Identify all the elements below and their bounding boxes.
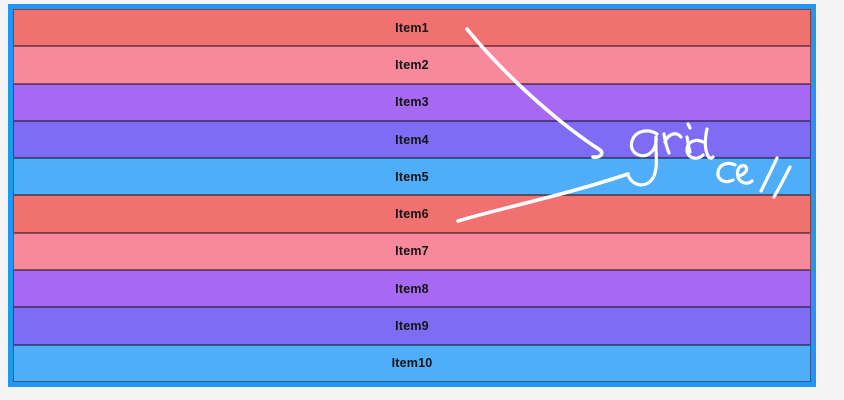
grid-cell-label: Item7 bbox=[395, 244, 429, 259]
grid-cell-label: Item9 bbox=[395, 319, 429, 334]
grid-cell-label: Item6 bbox=[395, 207, 429, 222]
grid-cell: Item4 bbox=[13, 120, 811, 159]
grid-cell-label: Item2 bbox=[395, 57, 429, 72]
grid-cell: Item7 bbox=[13, 232, 811, 271]
grid-cell-label: Item3 bbox=[395, 95, 429, 110]
grid-cell-label: Item1 bbox=[395, 20, 429, 35]
grid-cell: Item9 bbox=[13, 307, 811, 345]
grid-cell-label: Item10 bbox=[391, 356, 433, 371]
grid-cell-label: Item5 bbox=[395, 169, 429, 184]
grid-cell-label: Item4 bbox=[395, 132, 429, 147]
grid-cell: Item2 bbox=[13, 46, 811, 84]
grid-cell: Item6 bbox=[13, 195, 811, 233]
grid-cell: Item5 bbox=[13, 158, 811, 196]
grid-cell: Item3 bbox=[13, 83, 811, 121]
grid-cell-label: Item8 bbox=[395, 281, 429, 296]
grid-cell: Item10 bbox=[13, 344, 811, 382]
grid-cell: Item1 bbox=[13, 9, 811, 47]
grid-cell: Item8 bbox=[13, 270, 811, 308]
